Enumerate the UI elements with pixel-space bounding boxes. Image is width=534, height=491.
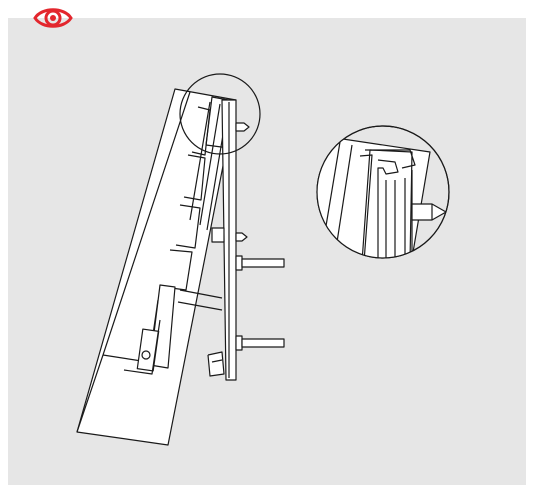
device-housing [76,88,237,446]
detail-callout-circle [179,73,261,155]
mounting-plate [207,99,237,381]
magnified-detail [316,125,450,259]
screw-tips [235,122,250,242]
wall-anchors [177,255,285,351]
eye-icon [33,8,73,28]
